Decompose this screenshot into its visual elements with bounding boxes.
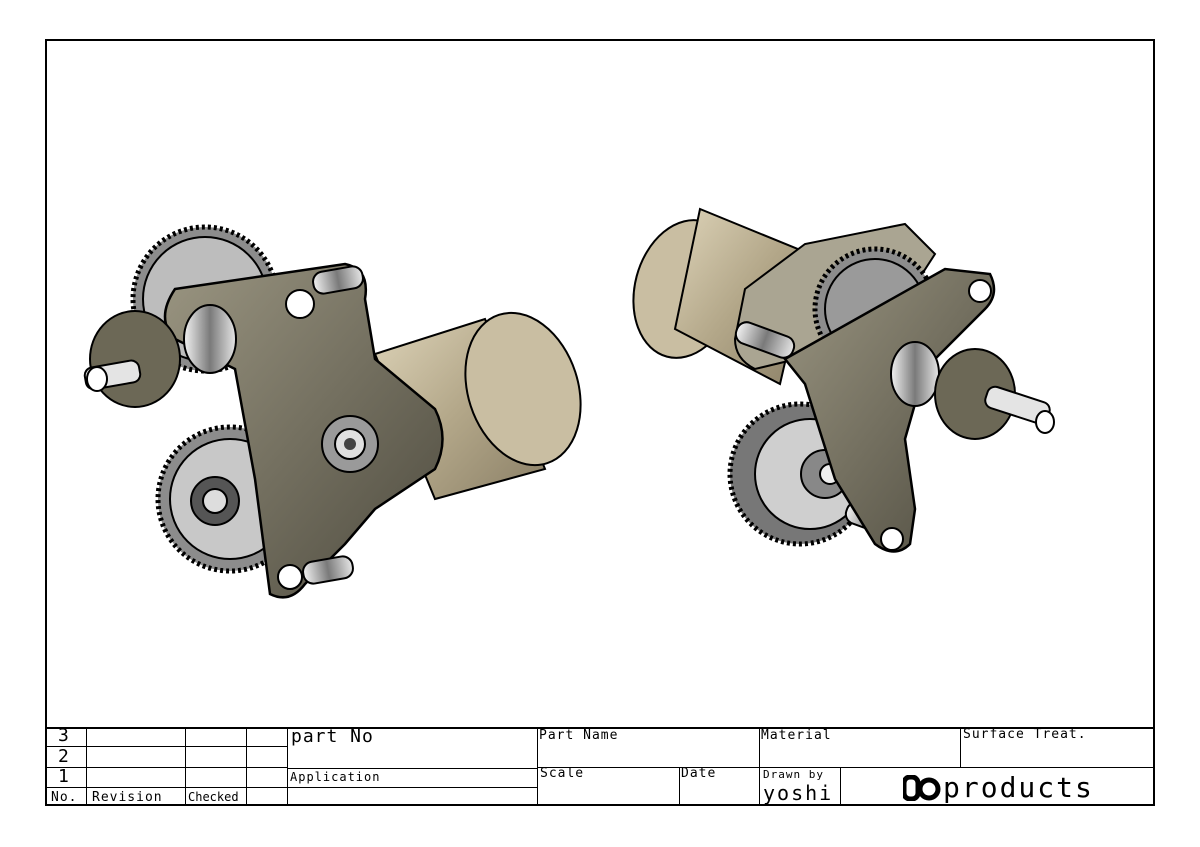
- gearbox-assembly-left: [83, 224, 582, 599]
- drawing-area: [83, 207, 1055, 599]
- company-name: products: [943, 771, 1094, 804]
- pinion-left: [321, 415, 379, 473]
- drawn-by-label: Drawn by: [763, 768, 824, 781]
- logo-mark-icon: [903, 775, 941, 801]
- side-plate-right: [783, 267, 996, 553]
- revision-row-3: 3: [58, 725, 70, 746]
- drawn-by-value: yoshi: [763, 781, 834, 805]
- part-name-label: Part Name: [539, 728, 619, 743]
- part-no-label: part No: [291, 726, 374, 747]
- scale-label: Scale: [540, 766, 585, 781]
- revision-row-2: 2: [58, 746, 70, 767]
- gearbox-assembly-right: [632, 207, 1055, 553]
- title-block: 3 2 1 No. Revision Checked part No Appli…: [45, 727, 1155, 806]
- surface-treat-label: Surface Treat.: [963, 727, 1087, 742]
- revision-row-1: 1: [58, 766, 70, 787]
- date-label: Date: [681, 766, 717, 781]
- material-label: Material: [761, 728, 832, 743]
- output-shaft-right: [890, 341, 1055, 440]
- company-logo: products: [903, 774, 1094, 802]
- header-checked: Checked: [188, 790, 239, 804]
- application-label: Application: [290, 770, 381, 784]
- header-no: No.: [51, 790, 78, 805]
- standoffs-left: [302, 265, 364, 585]
- output-shaft-left: [83, 304, 237, 408]
- header-revision: Revision: [92, 790, 163, 805]
